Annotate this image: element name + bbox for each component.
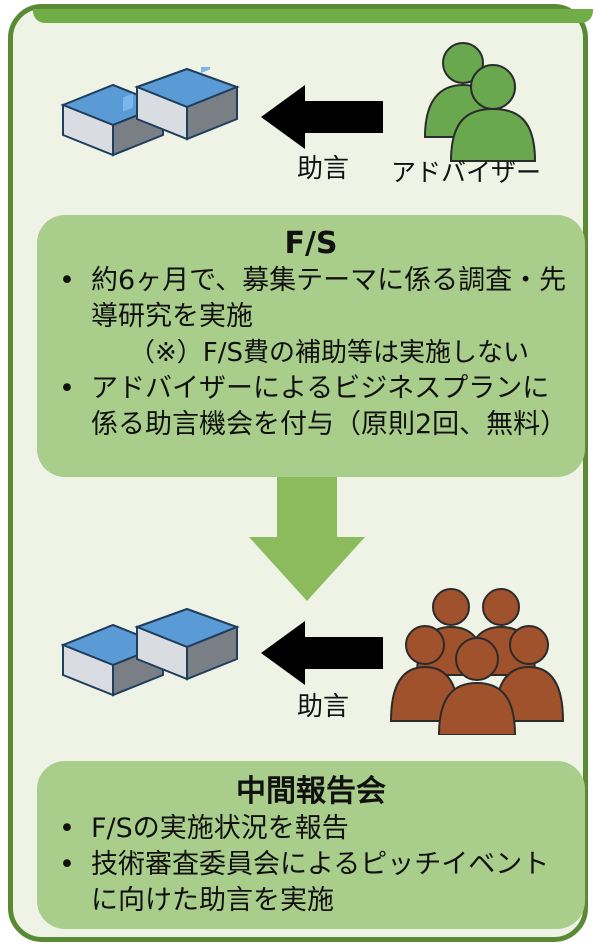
- fs-bullet-list: • 約6ヶ月で、募集テーマに係る調査・先導研究を実施 （※）F/S費の補助等は実…: [49, 263, 573, 443]
- fs-box: F/S • 約6ヶ月で、募集テーマに係る調査・先導研究を実施 （※）F/S費の補…: [37, 215, 585, 477]
- buildings-icon: [60, 67, 240, 157]
- committee-icon: [389, 588, 565, 735]
- mid-report-bullet-item: • 技術審査委員会によるピッチイベントに向けた助言を実施: [49, 847, 573, 919]
- left-arrow-icon: [261, 621, 383, 685]
- fs-bullet-item: • アドバイザーによるビジネスプランに係る助言機会を付与（原則2回、無料）: [49, 371, 573, 443]
- buildings-icon: [60, 607, 240, 697]
- fs-item-text: アドバイザーによるビジネスプランに係る助言機会を付与（原則2回、無料）: [91, 373, 568, 440]
- mid-report-bullet-list: • F/Sの実施状況を報告 • 技術審査委員会によるピッチイベントに向けた助言を…: [49, 811, 573, 919]
- down-flow-arrow-icon: [249, 477, 365, 601]
- fs-bullet-item: • 約6ヶ月で、募集テーマに係る調査・先導研究を実施: [49, 263, 573, 335]
- fs-item-text: 約6ヶ月で、募集テーマに係る調査・先導研究を実施: [91, 265, 567, 332]
- bullet-icon: •: [59, 849, 75, 880]
- advice-label-bottom: 助言: [297, 692, 350, 722]
- bullet-icon: •: [59, 265, 75, 296]
- mid-report-title: 中間報告会: [236, 774, 386, 809]
- process-panel: 助言 アドバイザー F/S • 約6ヶ月で、募集テーマに係る調査・先導研究を実施…: [8, 4, 593, 942]
- mid-report-bullet-item: • F/Sの実施状況を報告: [49, 811, 573, 847]
- left-arrow-icon: [261, 85, 383, 149]
- advisors-icon: [423, 42, 537, 162]
- mid-report-item-text: F/Sの実施状況を報告: [91, 813, 349, 844]
- advice-label-top: 助言: [297, 154, 350, 184]
- bullet-icon: •: [59, 813, 75, 844]
- fs-note: （※）F/S費の補助等は実施しない: [129, 338, 530, 368]
- bullet-icon: •: [59, 373, 75, 404]
- mid-report-box: 中間報告会 • F/Sの実施状況を報告 • 技術審査委員会によるピッチイベントに…: [37, 761, 585, 929]
- top-header-strip: [33, 9, 593, 23]
- advisor-label: アドバイザー: [391, 158, 542, 187]
- mid-report-item-text: 技術審査委員会によるピッチイベントに向けた助言を実施: [91, 849, 550, 916]
- fs-title: F/S: [284, 226, 338, 261]
